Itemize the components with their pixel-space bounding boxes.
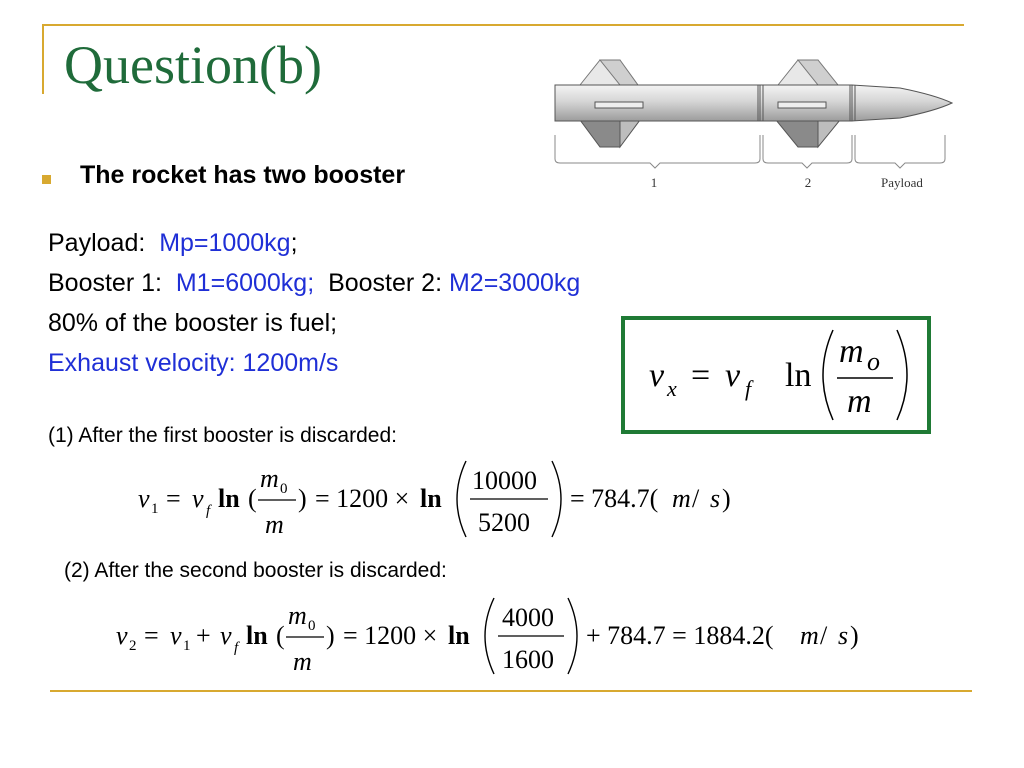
svg-text:=: =: [691, 357, 710, 394]
svg-text:m: m: [265, 510, 284, 539]
accent-vertical-line: [42, 26, 44, 94]
svg-text:f: f: [234, 640, 240, 656]
svg-text:=: =: [166, 484, 181, 513]
rocket-equation-box: v x = v f ln m o m: [621, 316, 931, 434]
svg-text:2: 2: [129, 638, 137, 654]
booster1-bottom-fin: [579, 119, 621, 148]
payload-line: Payload: Mp=1000kg;: [48, 228, 298, 258]
booster2-bottom-fin: [774, 119, 819, 148]
booster2-value: M2=3000kg: [448, 269, 581, 297]
label-stage2: 2: [805, 175, 812, 190]
svg-text:= 784.7(: = 784.7(: [570, 484, 658, 513]
booster1-value: M1=6000kg;: [175, 269, 315, 297]
svg-text:/: /: [820, 621, 828, 650]
svg-text:): ): [850, 621, 859, 650]
svg-text:= 1200 ×: = 1200 ×: [343, 621, 437, 650]
step1-heading: (1) After the first booster is discarded…: [48, 424, 397, 447]
svg-text:(: (: [248, 484, 257, 513]
slide-title: Question(b): [64, 35, 322, 95]
svg-text:v: v: [725, 357, 741, 394]
svg-text:m: m: [288, 601, 307, 630]
svg-text:v: v: [138, 484, 150, 513]
payload-label: Payload:: [48, 229, 146, 257]
step1-equation: v 1 = v f ln ( m 0 m ) = 1200 × ln 10000…: [138, 460, 731, 539]
booster1-body: [554, 84, 761, 122]
svg-text:1: 1: [151, 501, 159, 517]
svg-text:m: m: [847, 383, 872, 420]
payload-cone: [851, 84, 954, 122]
svg-text:m: m: [672, 484, 691, 513]
svg-text:ln: ln: [218, 484, 240, 513]
svg-text:m: m: [260, 464, 279, 493]
svg-text:m: m: [293, 647, 312, 676]
svg-text:m: m: [800, 621, 819, 650]
svg-text:4000: 4000: [502, 603, 554, 632]
svg-text:o: o: [867, 347, 880, 376]
svg-text:10000: 10000: [472, 466, 537, 495]
step2-heading: (2) After the second booster is discarde…: [64, 559, 447, 582]
svg-text:v: v: [170, 621, 182, 650]
svg-text:ln: ln: [785, 357, 811, 394]
svg-text:): ): [326, 621, 335, 650]
svg-text:v: v: [192, 484, 204, 513]
svg-text:=: =: [144, 621, 159, 650]
svg-text:1: 1: [183, 638, 191, 654]
svg-text:ln: ln: [246, 621, 268, 650]
svg-text:0: 0: [308, 618, 316, 634]
svg-text:f: f: [745, 376, 754, 401]
booster2-label: Booster 2:: [328, 269, 443, 297]
svg-text:/: /: [692, 484, 700, 513]
svg-text:v: v: [649, 357, 665, 394]
payload-value: Mp=1000kg: [159, 229, 291, 257]
label-stage1: 1: [651, 175, 658, 190]
bullet-text: The rocket has two booster: [80, 161, 406, 189]
brace-booster2: [762, 135, 853, 169]
svg-text:m: m: [839, 333, 864, 370]
svg-text:= 1200 ×: = 1200 ×: [315, 484, 409, 513]
svg-text:+ 784.7 = 1884.2(: + 784.7 = 1884.2(: [586, 621, 773, 650]
brace-booster1: [554, 135, 761, 169]
bullet-square-icon: [42, 175, 51, 184]
accent-bottom-line: [50, 690, 972, 692]
svg-text:f: f: [206, 503, 212, 519]
rocket-equation: v x = v f ln m o m: [649, 329, 908, 421]
svg-text:): ): [298, 484, 307, 513]
svg-text:v: v: [116, 621, 128, 650]
rocket-diagram: 1 2 Payload: [554, 59, 954, 190]
svg-text:x: x: [666, 376, 677, 401]
accent-top-line: [42, 24, 964, 26]
svg-text:+: +: [196, 621, 211, 650]
svg-text:1600: 1600: [502, 645, 554, 674]
step2-equation: v 2 = v 1 + v f ln ( m 0 m ) = 1200 × ln…: [116, 597, 859, 676]
label-payload: Payload: [881, 175, 923, 190]
svg-text:5200: 5200: [478, 508, 530, 537]
svg-text:s: s: [710, 484, 720, 513]
payload-semicolon: ;: [290, 229, 298, 257]
svg-text:0: 0: [280, 481, 288, 497]
fuel-line: 80% of the booster is fuel;: [48, 309, 338, 337]
svg-text:ln: ln: [448, 621, 470, 650]
brace-payload: [854, 135, 946, 169]
svg-text:(: (: [276, 621, 285, 650]
booster1-label: Booster 1:: [48, 269, 162, 297]
booster-line: Booster 1: M1=6000kg; Booster 2: M2=3000…: [48, 268, 580, 298]
svg-text:v: v: [220, 621, 232, 650]
exhaust-line: Exhaust velocity: 1200m/s: [48, 349, 339, 377]
svg-text:ln: ln: [420, 484, 442, 513]
svg-text:s: s: [838, 621, 848, 650]
svg-text:): ): [722, 484, 731, 513]
